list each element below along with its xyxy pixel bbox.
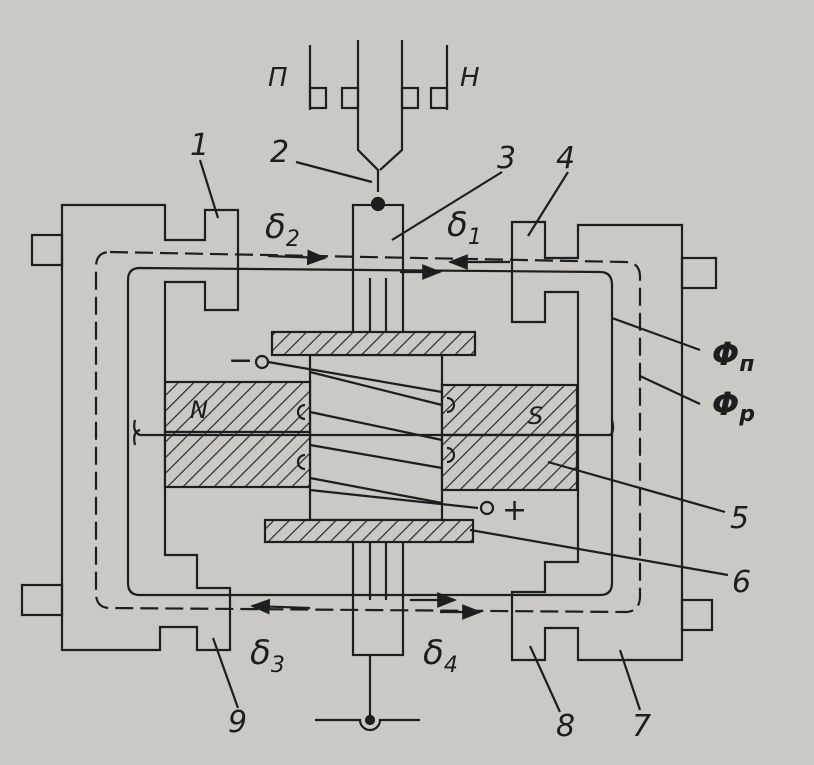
magnet-right-upper	[440, 383, 579, 437]
contact-pad-right-inner	[400, 86, 420, 110]
right-outer-core	[510, 220, 684, 662]
flux-arrow-gap3	[250, 598, 311, 615]
label-contact-right: Н	[460, 63, 480, 93]
label-delta-4: δ4	[423, 633, 458, 678]
label-delta-3: δ3	[250, 633, 285, 678]
label-8: 8	[556, 709, 575, 744]
leader-7	[618, 649, 642, 711]
leader-9	[211, 637, 240, 709]
label-delta-2: δ2	[265, 207, 300, 252]
bottom-support	[315, 718, 420, 732]
lower-pole-plate	[263, 518, 475, 544]
leader-1	[198, 159, 220, 219]
coil-winding	[267, 360, 479, 510]
leader-3	[391, 171, 503, 241]
right-tab-top	[680, 256, 718, 290]
contact-pad-left-outer	[308, 86, 328, 110]
label-pole-n: N	[190, 396, 208, 424]
label-minus: −	[228, 343, 253, 378]
label-5: 5	[730, 501, 749, 536]
label-2: 2	[270, 135, 289, 170]
leader-phi-r	[639, 375, 701, 405]
terminal-minus	[254, 354, 270, 370]
flux-arrow-gap2	[267, 249, 327, 266]
leader-8	[528, 645, 562, 713]
label-phi-r: Φр	[712, 385, 755, 427]
label-7: 7	[632, 709, 651, 744]
label-1: 1	[190, 128, 209, 163]
terminal-plus	[479, 500, 495, 516]
movable-contact-fork	[356, 40, 404, 192]
label-9: 9	[228, 705, 247, 740]
label-4: 4	[556, 141, 575, 176]
label-plus: +	[502, 493, 527, 528]
leader-6	[469, 528, 729, 577]
magnet-left-lower	[163, 430, 312, 489]
leader-4	[527, 171, 569, 237]
contact-pad-left-inner	[340, 86, 360, 110]
label-pole-s: S	[528, 402, 543, 430]
polarizing-flux-loop	[126, 266, 614, 597]
contact-pad-right-outer	[429, 86, 449, 110]
magnet-left-upper	[163, 380, 312, 434]
left-outer-core	[60, 203, 240, 652]
label-3: 3	[497, 141, 516, 176]
leader-phi-p	[611, 316, 701, 352]
label-delta-1: δ1	[447, 205, 482, 250]
left-tab-bottom	[20, 583, 64, 617]
left-tab-top	[30, 233, 64, 267]
working-flux-loop	[94, 250, 642, 614]
right-tab-bottom	[680, 598, 714, 632]
leader-5	[547, 460, 726, 514]
label-contact-left: П	[268, 63, 288, 93]
label-6: 6	[732, 565, 751, 600]
magnet-right-lower	[440, 433, 579, 492]
upper-pole-plate	[270, 330, 477, 357]
label-phi-p: Φп	[712, 335, 754, 377]
leader-2	[295, 160, 373, 184]
